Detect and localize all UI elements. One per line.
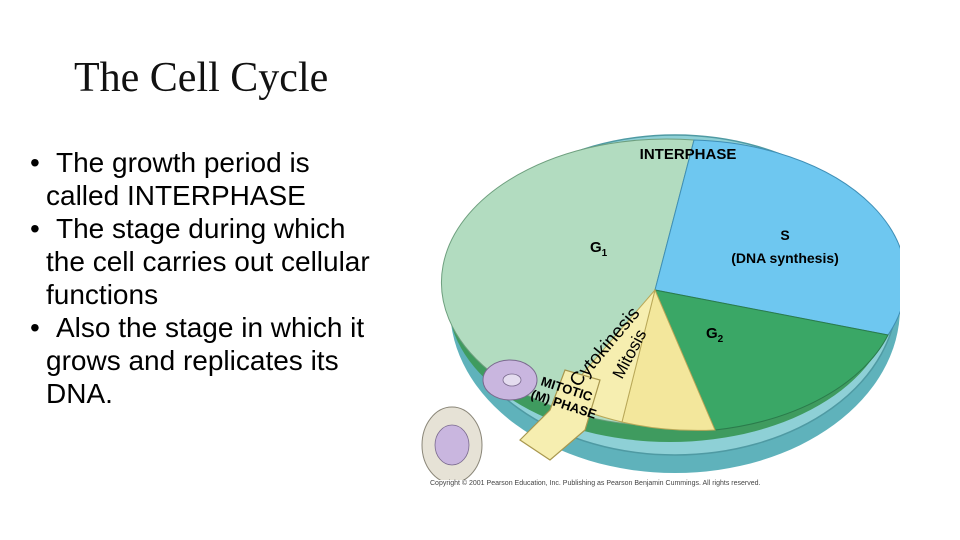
slide-title: The Cell Cycle [74, 55, 329, 101]
copyright-notice: Copyright © 2001 Pearson Education, Inc.… [430, 480, 761, 487]
g1-label: G1 [590, 239, 608, 259]
bullet-dot: • [30, 312, 40, 343]
g2-sector [654, 289, 889, 431]
bullet-list: • The growth period is called INTERPHASE… [30, 146, 440, 410]
g2-subscript: 2 [718, 334, 724, 345]
bullet-dot: • [30, 213, 40, 244]
cell-nucleus [502, 373, 522, 387]
cell-cycle-diagram: INTERPHASE G1 S (DNA synthesis) G2 Cytok… [421, 134, 900, 480]
bullet-line: the cell carries out cellular [46, 246, 370, 277]
s-sector [654, 139, 900, 336]
bullet-line: DNA. [46, 378, 113, 409]
bullet-line: Also the stage in which it [56, 312, 365, 343]
s-label: S [780, 227, 789, 243]
g2-label: G2 [706, 325, 724, 345]
bullet-line: The stage during which [56, 213, 346, 244]
bullet-item: • Also the stage in which it grows and r… [30, 311, 440, 410]
g1-letter: G [590, 239, 602, 256]
cell-nucleus [434, 424, 470, 466]
bullet-line: called INTERPHASE [46, 180, 306, 211]
mitotic-arrow [519, 369, 601, 461]
g2-letter: G [706, 325, 718, 342]
bullet-dot: • [30, 147, 40, 178]
bullet-line: The growth period is [56, 147, 310, 178]
bullet-item: • The stage during which the cell carrie… [30, 212, 440, 311]
g1-subscript: 1 [602, 248, 608, 259]
s-detail-label: (DNA synthesis) [731, 250, 839, 266]
bullet-line: functions [46, 279, 159, 310]
bullet-line: grows and replicates its [46, 345, 339, 376]
interphase-label: INTERPHASE [640, 146, 737, 163]
bullet-item: • The growth period is called INTERPHASE [30, 146, 440, 212]
